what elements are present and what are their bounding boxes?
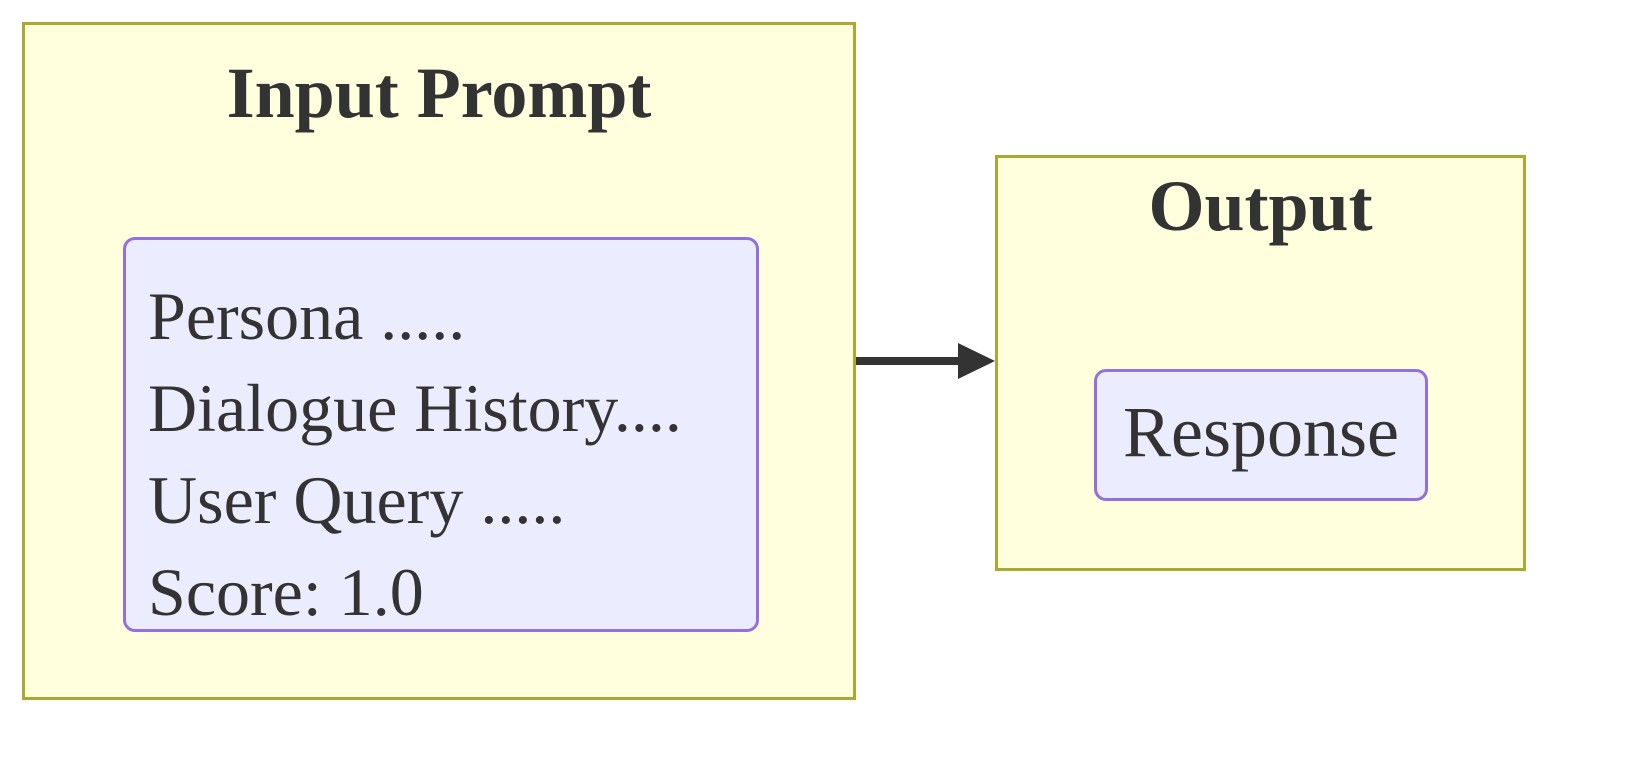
score-line: Score: 1.0: [148, 554, 424, 630]
input-to-output-arrowhead: [958, 343, 995, 379]
input-prompt-node: Persona ..... Dialogue History.... User …: [123, 237, 759, 632]
user-query-line: User Query .....: [148, 462, 566, 538]
response-label: Response: [1123, 392, 1399, 472]
output-title: Output: [1148, 166, 1373, 246]
input-prompt-lines: Persona ..... Dialogue History.... User …: [148, 270, 682, 638]
input-prompt-cluster: Input Prompt Persona ..... Dialogue Hist…: [22, 22, 856, 700]
persona-line: Persona .....: [148, 278, 466, 354]
output-cluster: Output Response: [995, 155, 1526, 571]
response-node: Response: [1094, 369, 1428, 501]
input-prompt-title: Input Prompt: [226, 53, 652, 133]
dialogue-history-line: Dialogue History....: [148, 370, 682, 446]
